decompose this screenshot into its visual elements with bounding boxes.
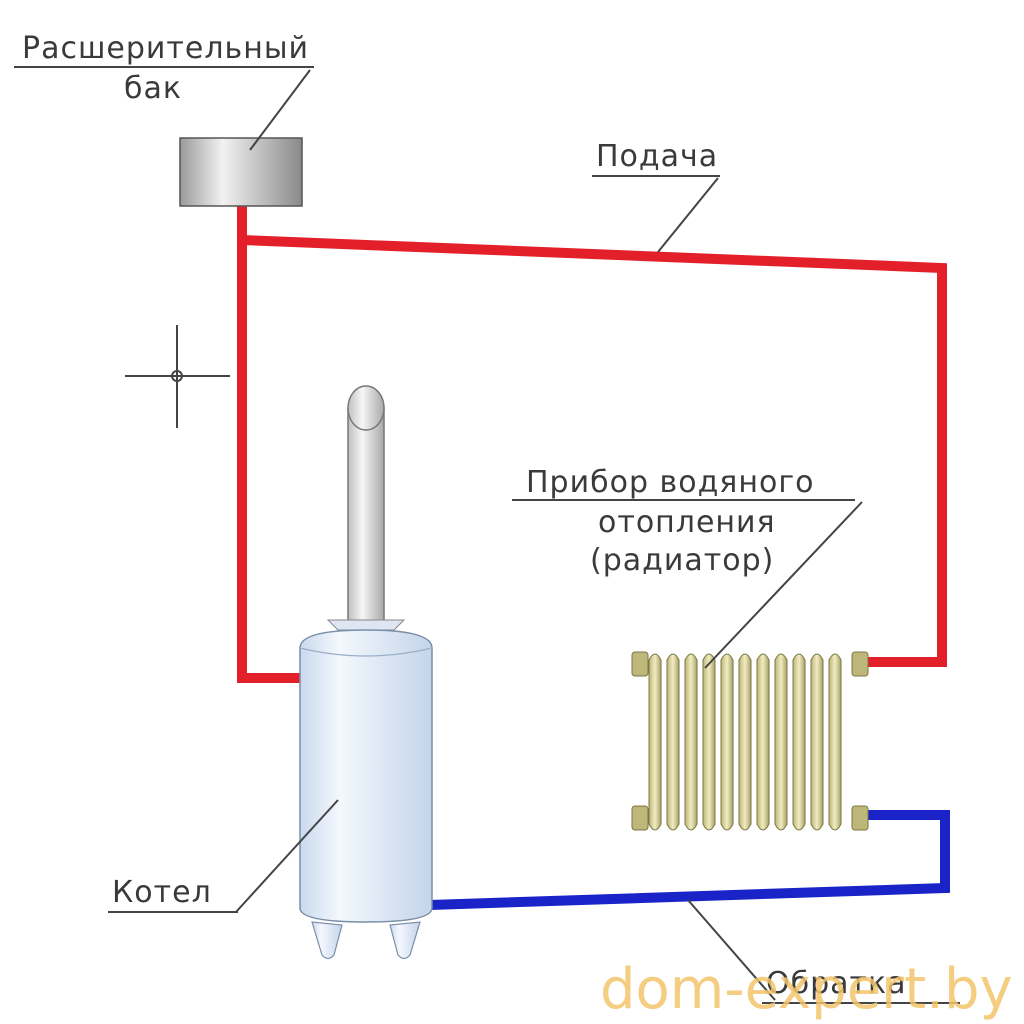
radiator-label-line1: Прибор водяного [526,465,814,500]
supply-pipe [237,205,947,683]
expansion-tank [179,137,303,207]
watermark: dom-expert.by [600,957,1013,1022]
supply-label: Подача [596,139,718,174]
radiator-fin [792,653,806,831]
radiator-fin [828,653,842,831]
radiator-fin [720,653,734,831]
boiler-chimney [326,385,406,631]
expansion-tank-label-line1: Расшерительный [22,31,309,66]
radiator-fin [774,653,788,831]
radiator-fin [684,653,698,831]
radiator-fin [810,653,824,831]
return-pipe [429,810,950,910]
radiator-fin [756,653,770,831]
radiator-label-line2: отопления [598,505,776,540]
boiler [299,629,433,960]
leader-lines [14,66,960,1004]
radiator-label-line3: (радиатор) [590,543,774,578]
radiator-fin [648,653,662,831]
expansion-tank-label-line2: бак [124,71,182,106]
radiator-fin [666,653,680,831]
radiator-fin [738,653,752,831]
radiator [631,651,869,831]
return-label: Обратка [766,966,907,1001]
crosshair-marker-icon [125,325,230,428]
radiator-fin [702,653,716,831]
boiler-label: Котел [112,875,212,910]
